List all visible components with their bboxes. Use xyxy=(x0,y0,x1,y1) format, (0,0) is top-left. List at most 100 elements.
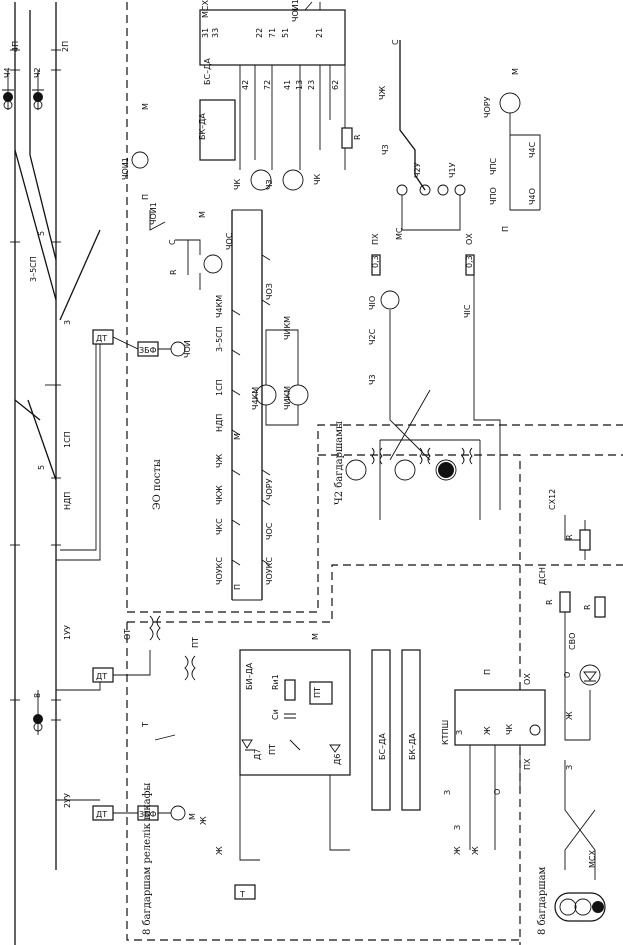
svg-text:ОТ: ОТ xyxy=(123,629,132,640)
svg-text:П: П xyxy=(483,669,492,675)
svg-text:R: R xyxy=(565,534,574,540)
svg-text:П: П xyxy=(141,194,150,200)
svg-text:ПТ: ПТ xyxy=(268,744,277,755)
svg-text:ДТ: ДТ xyxy=(96,672,107,681)
svg-text:С: С xyxy=(168,239,177,245)
svg-text:М: М xyxy=(511,68,520,75)
svg-text:М: М xyxy=(188,813,197,820)
svg-text:МСХ: МСХ xyxy=(588,850,597,868)
svg-text:Т: Т xyxy=(239,890,245,899)
svg-text:ЧК: ЧК xyxy=(313,174,322,185)
svg-text:Ч4КМ: Ч4КМ xyxy=(251,387,260,410)
relay-coil-icon xyxy=(250,169,272,191)
relay-coil-icon xyxy=(380,290,400,310)
upper-right-chains: С ЧЖ ЧЗ Ч2У Ч1У МС ЧОРУ М ЧПС Ч4С ЧПО Ч4… xyxy=(378,39,541,240)
svg-text:22: 22 xyxy=(255,28,264,38)
svg-text:Си: Си xyxy=(271,709,280,720)
svg-text:НДП: НДП xyxy=(215,414,224,432)
svg-text:33: 33 xyxy=(211,28,220,38)
svg-text:З: З xyxy=(453,825,462,830)
lamp-icon xyxy=(394,459,416,481)
section-5a-label: 5 xyxy=(37,231,46,236)
svg-text:ЧКС: ЧКС xyxy=(215,518,224,535)
svg-text:Т: Т xyxy=(141,722,150,728)
svg-text:ЧЗ: ЧЗ xyxy=(381,144,390,155)
track-plan: 4П 2П 5 3–5СП 3 1СП 5 НДП 1УУ 2УУ xyxy=(10,2,101,945)
svg-text:ЧОИ1: ЧОИ1 xyxy=(291,0,300,22)
svg-text:Ч2С: Ч2С xyxy=(368,328,377,345)
svg-text:23: 23 xyxy=(307,80,316,90)
svg-text:62: 62 xyxy=(331,80,340,90)
svg-text:МСХ: МСХ xyxy=(201,0,210,18)
bi-da-block: БИ–ДА М ПТ Rи1 Си ПТ Д7 Д6 БС–ДА БК–ДА Ж… xyxy=(215,633,421,900)
svg-text:С: С xyxy=(391,39,400,45)
relay-i-label: Ж xyxy=(199,816,208,825)
svg-text:R: R xyxy=(545,599,554,605)
bs-da-block: БС–ДА БК–ДА ЧК ЧЗ ЧК R 31 33 42 72 41 13… xyxy=(198,0,362,191)
svg-text:Ч3: Ч3 xyxy=(368,374,377,385)
svg-text:Ч4С: Ч4С xyxy=(528,141,537,158)
svg-text:Ж: Ж xyxy=(471,846,480,855)
svg-text:БК–ДА: БК–ДА xyxy=(198,113,207,140)
svg-text:СВО: СВО xyxy=(568,633,577,650)
svg-text:ЧИКМ: ЧИКМ xyxy=(283,386,292,410)
svg-text:ПТ: ПТ xyxy=(191,637,200,648)
svg-text:О: О xyxy=(563,672,572,678)
section-5b-label: 5 xyxy=(37,465,46,470)
svg-text:М: М xyxy=(141,103,150,110)
svg-text:8: 8 xyxy=(33,693,42,698)
svg-text:МС: МС xyxy=(395,227,404,240)
ch2-cabinet-title: Ч2 багдаршамы xyxy=(334,421,345,505)
diode-icon xyxy=(241,739,341,753)
svg-text:БИ–ДА: БИ–ДА xyxy=(245,662,254,690)
resistor-icon xyxy=(284,679,296,701)
signal-head-icon xyxy=(33,92,43,102)
svg-text:КТПШ: КТПШ xyxy=(441,720,450,745)
svg-text:1СП: 1СП xyxy=(215,379,224,396)
svg-text:Ч1У: Ч1У xyxy=(448,162,457,178)
svg-text:ЧОИ1: ЧОИ1 xyxy=(149,202,158,225)
svg-text:ЧОРУ: ЧОРУ xyxy=(483,96,492,118)
svg-text:13: 13 xyxy=(295,80,304,90)
svg-text:ЧОРУ: ЧОРУ xyxy=(265,478,274,500)
right-lamp-control: СХ12 R ДСН R R СВО О Ж З МСХ xyxy=(538,489,606,880)
svg-text:0,3: 0,3 xyxy=(371,255,380,268)
svg-text:ПТ: ПТ xyxy=(313,687,322,698)
resistor-icon xyxy=(579,529,591,551)
svg-text:ЧИКМ: ЧИКМ xyxy=(283,316,292,340)
svg-text:ЧПС: ЧПС xyxy=(489,158,498,176)
section-1sp-label: 1СП xyxy=(63,431,72,448)
transformer-icon xyxy=(371,447,383,465)
svg-text:21: 21 xyxy=(315,28,324,38)
svg-text:72: 72 xyxy=(263,80,272,90)
svg-text:М: М xyxy=(198,211,207,218)
svg-text:Д7: Д7 xyxy=(253,749,262,760)
svg-text:51: 51 xyxy=(281,28,290,38)
lamp-icon xyxy=(345,459,367,481)
signal-8: 8 xyxy=(33,690,43,735)
resistor-icon xyxy=(594,596,606,618)
svg-text:СХ12: СХ12 xyxy=(548,489,557,510)
section-1uu-label: 1УУ xyxy=(63,625,72,640)
svg-text:ЧIO: ЧIO xyxy=(368,296,377,310)
svg-text:ЧОС: ЧОС xyxy=(265,522,274,540)
svg-text:ОХ: ОХ xyxy=(465,233,474,245)
svg-text:З: З xyxy=(455,730,464,735)
svg-text:ПХ: ПХ xyxy=(523,758,532,770)
svg-text:Ж: Ж xyxy=(453,846,462,855)
svg-text:Ж: Ж xyxy=(215,846,224,855)
svg-text:ПХ: ПХ xyxy=(371,233,380,245)
ch2-cabinet: Ч2 багдаршамы 0,3 0,3 ПХ ОХ ЧIO Ч2С Ч3 Ч… xyxy=(334,233,501,520)
transformer-icon xyxy=(419,447,431,465)
track-feed-upper: ДТ ЗБФ ЧОИ xyxy=(56,329,192,561)
track-feed-lower: ДТ ЗБФ М xyxy=(56,799,197,821)
svg-text:З: З xyxy=(565,765,574,770)
svg-text:41: 41 xyxy=(283,80,292,90)
svg-text:З: З xyxy=(443,790,452,795)
svg-text:ЧЗ: ЧЗ xyxy=(265,179,274,190)
enclosure-boundaries xyxy=(126,2,623,945)
capacitor-icon xyxy=(284,713,296,719)
section-3-label: 3 xyxy=(63,320,72,325)
svg-text:3–5СП: 3–5СП xyxy=(215,326,224,352)
